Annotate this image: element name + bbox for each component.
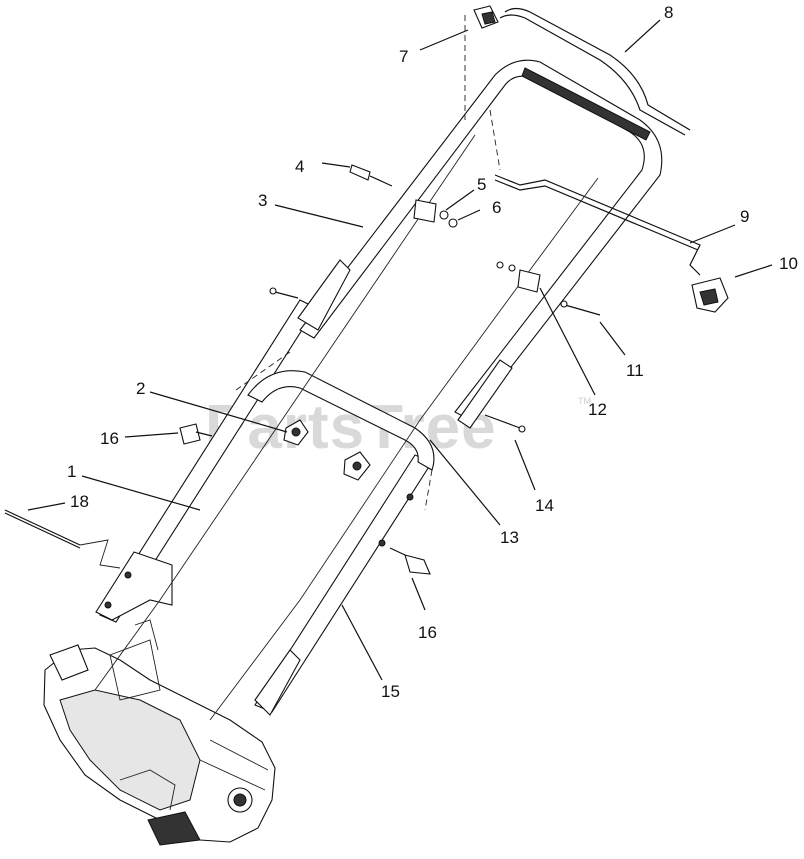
- part-16-cable-clip-upper: [179, 423, 213, 445]
- bail-bar: [499, 7, 691, 136]
- part-4-fastener: [349, 164, 393, 187]
- mower-housing: [43, 619, 276, 846]
- callout-12: 12: [588, 400, 607, 419]
- part-10-knob: [691, 277, 729, 313]
- upper-handle: [297, 59, 663, 429]
- callout-18: 18: [70, 492, 89, 511]
- callout-10: 10: [779, 254, 798, 273]
- part-6-nut: [439, 210, 458, 228]
- callout-16b: 16: [418, 623, 437, 642]
- callout-14: 14: [535, 496, 554, 515]
- callout-16a: 16: [100, 429, 119, 448]
- watermark-tm: TM: [578, 396, 591, 406]
- callout-6: 6: [492, 198, 501, 217]
- part-12-guide: [496, 261, 541, 293]
- callout-labels: 1 2 3 4 5 6 7 8 9 10 11 12 13 14 15 16 1…: [67, 3, 798, 701]
- control-rod: [494, 174, 701, 276]
- callout-13: 13: [500, 528, 519, 547]
- lower-handle-right: [254, 454, 433, 716]
- callout-2: 2: [136, 379, 145, 398]
- callout-9: 9: [740, 207, 749, 226]
- part-16-cable-clip-lower: [389, 547, 431, 575]
- part-14-bolt: [484, 414, 526, 433]
- cables: [94, 15, 599, 721]
- part-5-bracket: [413, 199, 437, 223]
- leader-lines: [27, 19, 773, 681]
- part-7-clip: [473, 5, 499, 29]
- callout-15: 15: [381, 682, 400, 701]
- part-2-knob: [283, 419, 371, 481]
- callout-5: 5: [477, 175, 486, 194]
- callout-11: 11: [626, 361, 644, 380]
- callout-1: 1: [67, 462, 76, 481]
- callout-3: 3: [258, 191, 267, 210]
- callout-8: 8: [664, 3, 673, 22]
- callout-7: 7: [399, 47, 408, 66]
- lower-crossbar: [235, 351, 435, 511]
- part-11-bolt: [560, 300, 601, 316]
- lower-bolts: [269, 287, 299, 299]
- callout-4: 4: [295, 157, 304, 176]
- part-18-rod: [4, 509, 121, 569]
